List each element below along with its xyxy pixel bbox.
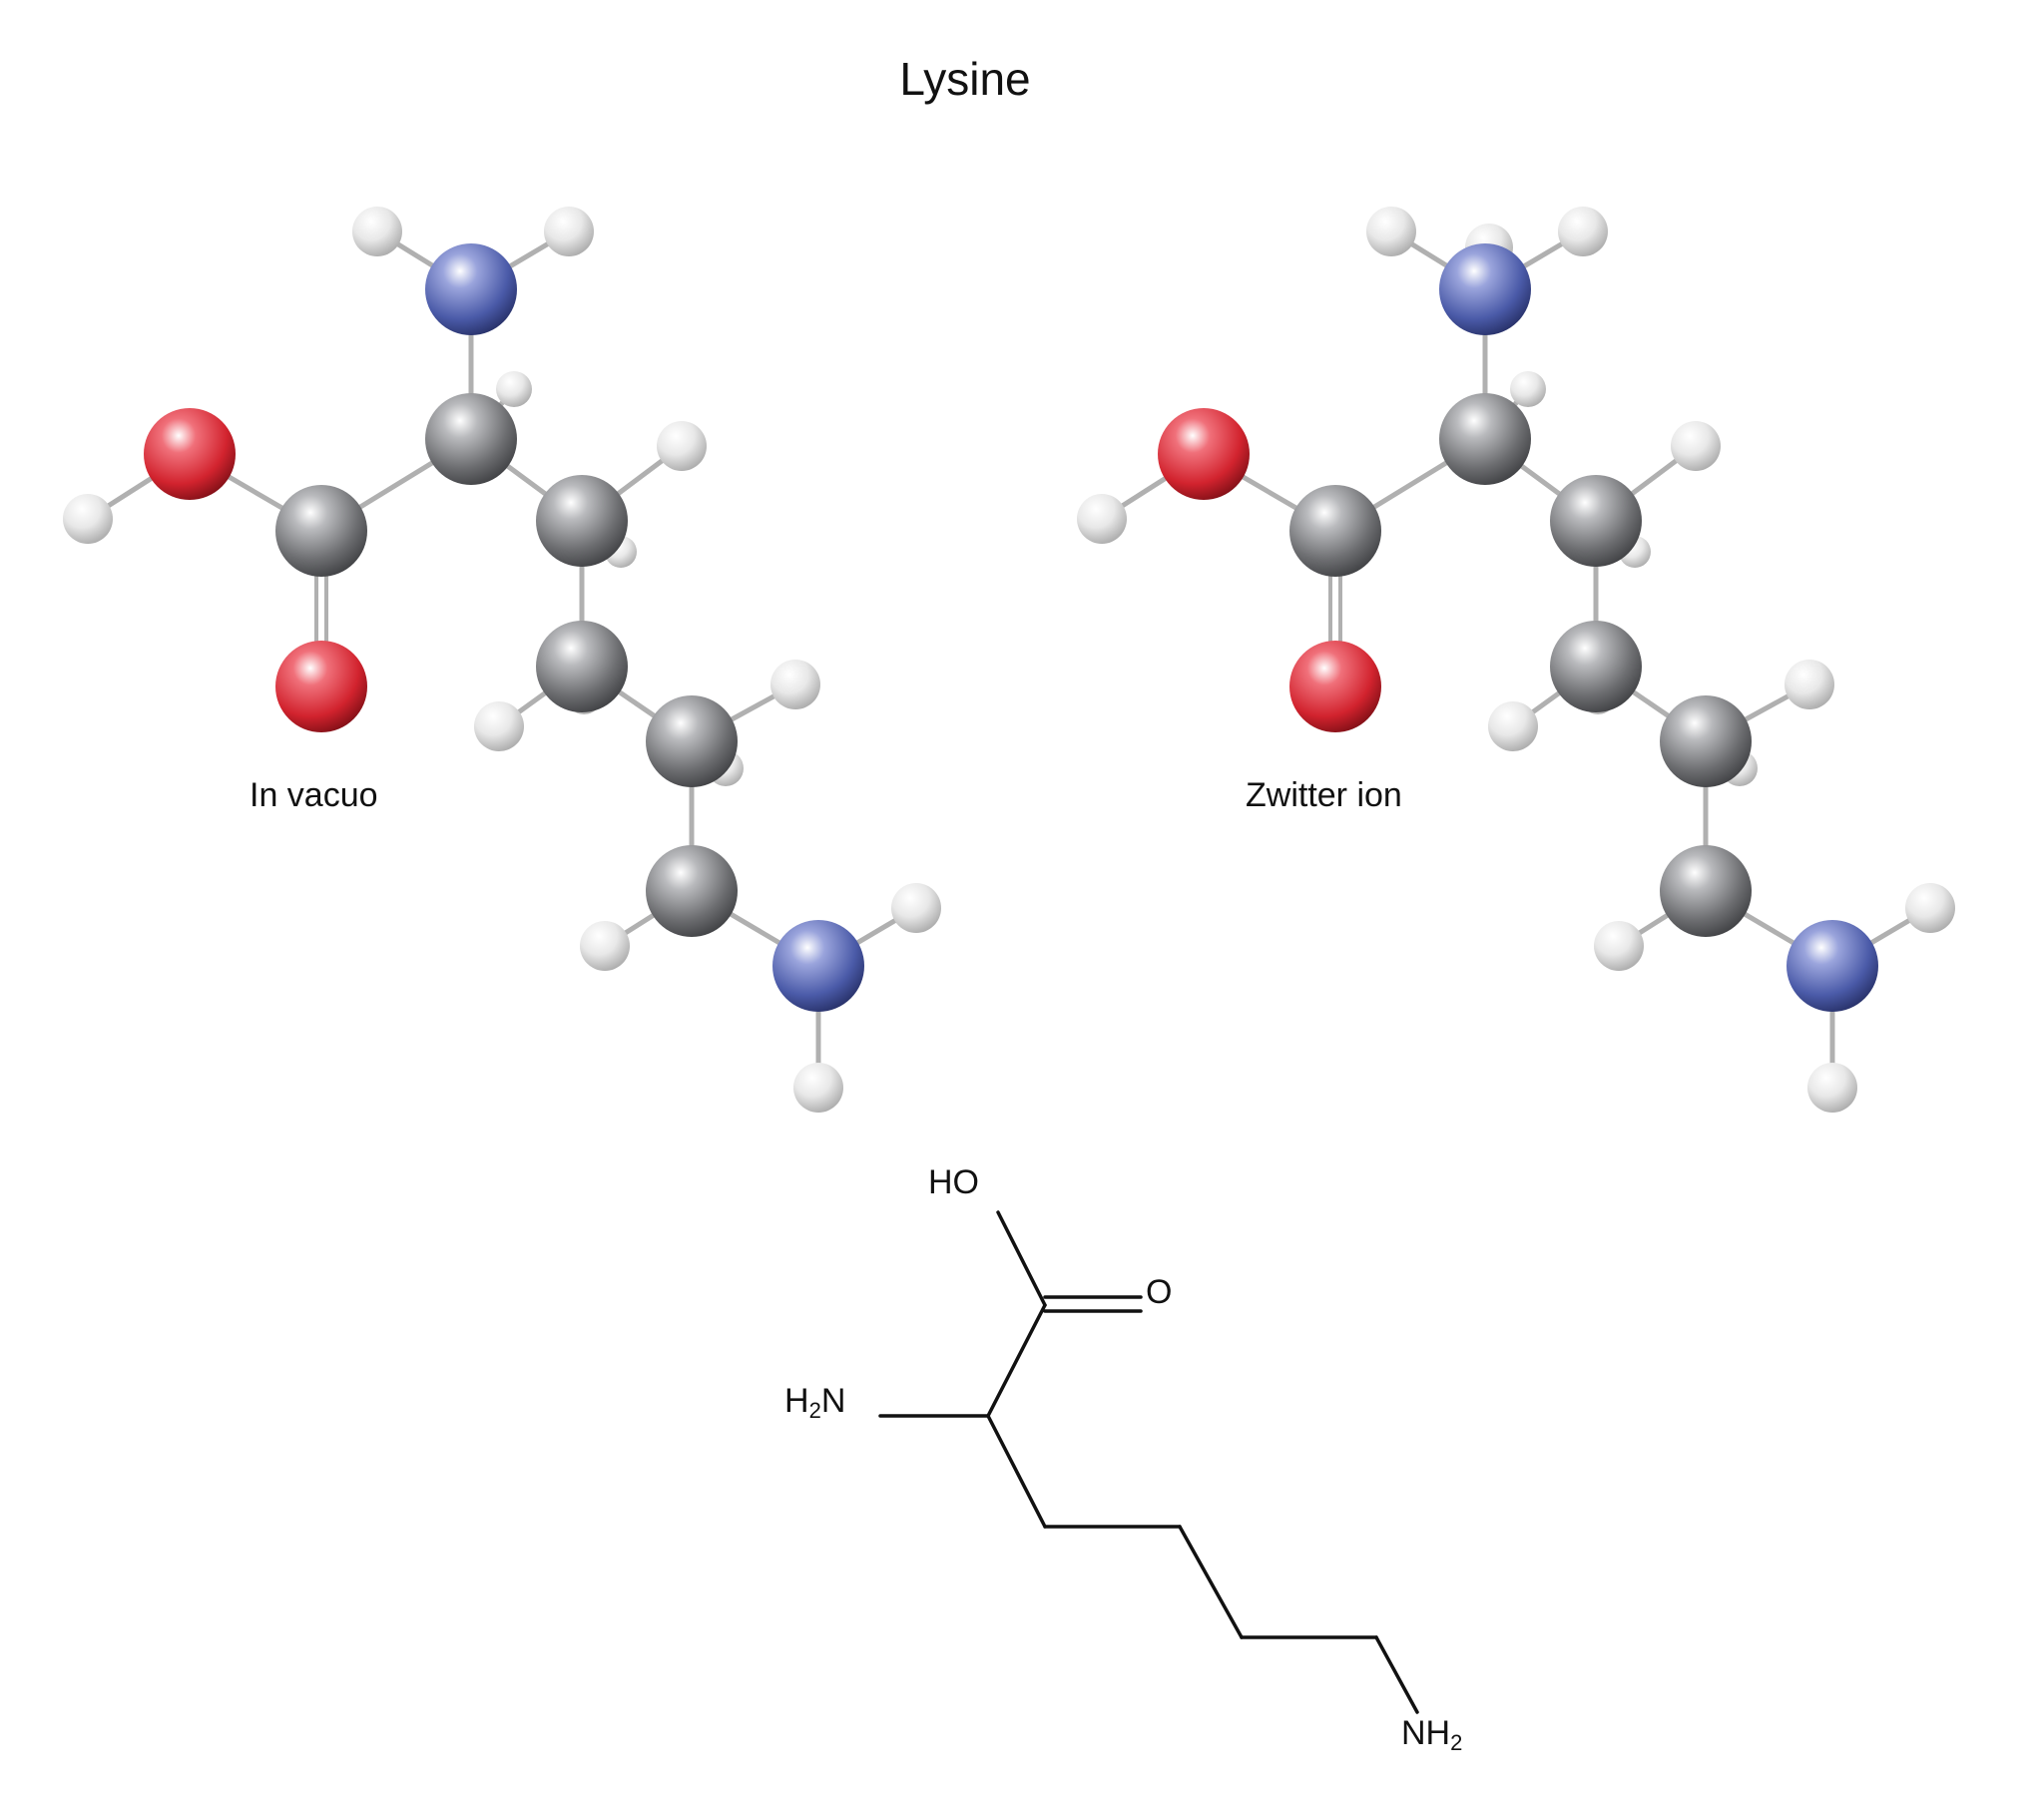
- atom-o-carbonyl: [1289, 641, 1381, 732]
- skeletal-bond-oh: [996, 1210, 1047, 1307]
- atom-h-nh2-a: [352, 207, 402, 256]
- skeletal-bond-carboxyl-alpha: [986, 1303, 1047, 1418]
- model-zwitter-ion: [1077, 207, 1955, 1113]
- label-alpha-amine-post: N: [820, 1382, 846, 1420]
- skeletal-formula: [878, 1210, 1419, 1714]
- atom-c-carboxyl: [1289, 485, 1381, 577]
- atom-h-cd: [770, 660, 820, 709]
- label-alpha-amine-sub: 2: [808, 1398, 821, 1423]
- atom-c-beta: [536, 475, 628, 567]
- atom-h-nh2-b: [544, 207, 594, 256]
- atom-c-alpha: [425, 393, 517, 485]
- atom-h-nh2-a: [1366, 207, 1416, 256]
- label-alpha-amine: H2N: [784, 1382, 845, 1424]
- atom-h-oh: [63, 494, 113, 544]
- atom-h-cg: [474, 701, 524, 751]
- label-side-chain-amine: NH2: [1401, 1714, 1462, 1756]
- atom-h-nz-a: [891, 883, 941, 933]
- label-side-amine-sub: 2: [1450, 1730, 1463, 1755]
- atom-o-carbonyl: [275, 641, 367, 732]
- atom-c-carboxyl: [275, 485, 367, 577]
- skeletal-bond-alpha-beta: [986, 1414, 1047, 1529]
- label-side-amine-pre: NH: [1401, 1714, 1451, 1752]
- atoms-zwitter-ion: [1077, 207, 1955, 1113]
- atom-h-ce: [580, 921, 630, 971]
- atom-n-zeta: [1787, 920, 1878, 1012]
- label-hydroxyl: HO: [928, 1163, 979, 1202]
- atom-o-hydroxyl: [1158, 408, 1250, 500]
- atom-h-nh2-b: [1558, 207, 1608, 256]
- label-carbonyl-text: O: [1146, 1273, 1173, 1311]
- ball-and-stick-models: [63, 207, 1955, 1113]
- atom-c-gamma: [536, 621, 628, 712]
- diagram-title: Lysine: [899, 53, 1031, 105]
- skeletal-bond-epsilon-n: [1374, 1635, 1419, 1714]
- atom-h-cb: [657, 421, 707, 471]
- atom-n-zeta: [772, 920, 864, 1012]
- label-hydroxyl-text: HO: [928, 1163, 979, 1201]
- label-alpha-amine-pre: H: [784, 1382, 809, 1420]
- atom-h-nz-b: [1807, 1063, 1857, 1113]
- atom-n-alpha: [1439, 243, 1531, 335]
- atom-n-alpha: [425, 243, 517, 335]
- atom-h-cb: [1671, 421, 1721, 471]
- atom-c-gamma: [1550, 621, 1642, 712]
- atom-h-back-1: [496, 371, 532, 407]
- atom-h-back-1: [1510, 371, 1546, 407]
- caption-in-vacuo: In vacuo: [250, 776, 378, 814]
- atom-c-delta: [646, 695, 738, 787]
- atoms-in-vacuo: [63, 207, 941, 1113]
- atom-h-ce: [1594, 921, 1644, 971]
- atom-c-epsilon: [1660, 845, 1752, 937]
- label-carbonyl-oxygen: O: [1146, 1273, 1172, 1312]
- atom-c-alpha: [1439, 393, 1531, 485]
- skeletal-bond-gamma-delta: [1178, 1525, 1244, 1639]
- atom-c-delta: [1660, 695, 1752, 787]
- atom-h-cd: [1785, 660, 1834, 709]
- atom-h-nz-a: [1905, 883, 1955, 933]
- atom-h-cg: [1488, 701, 1538, 751]
- atom-h-oh: [1077, 494, 1127, 544]
- atom-h-nz-b: [793, 1063, 843, 1113]
- caption-zwitter-ion: Zwitter ion: [1246, 776, 1402, 814]
- model-in-vacuo: [63, 207, 941, 1113]
- atom-c-beta: [1550, 475, 1642, 567]
- atom-c-epsilon: [646, 845, 738, 937]
- atom-o-hydroxyl: [144, 408, 236, 500]
